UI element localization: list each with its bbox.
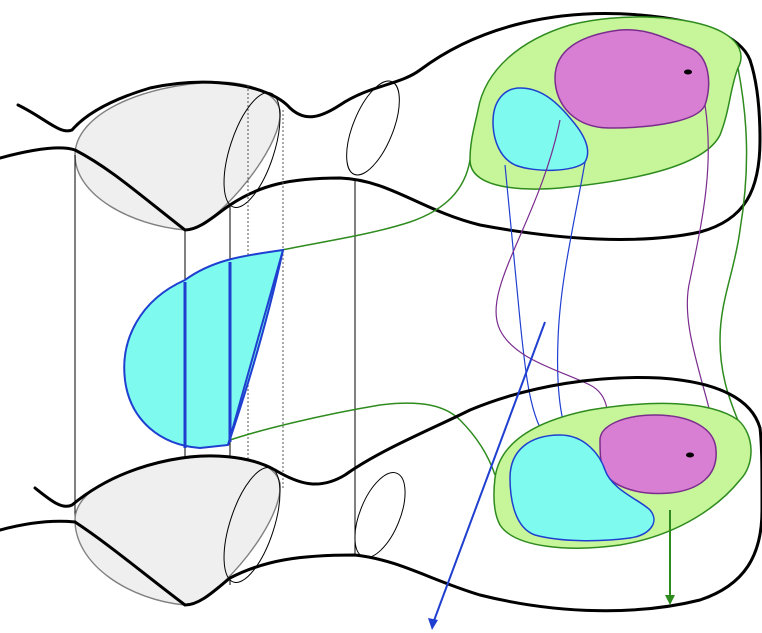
top-surface xyxy=(0,12,762,241)
blue-arrow-head xyxy=(428,618,438,630)
top-cyan-region xyxy=(492,87,589,172)
bottom-left-stub xyxy=(0,519,77,532)
bottom-left-cap xyxy=(74,455,281,606)
left-cyan-slice xyxy=(123,248,285,450)
green-arrow-head xyxy=(665,595,675,605)
top-left-cap xyxy=(74,81,281,231)
bottom-back-outline xyxy=(33,376,762,508)
purple-strand-1 xyxy=(495,119,609,436)
bottom-surface xyxy=(0,376,762,613)
top-back-outline xyxy=(16,12,752,133)
top-front-outline xyxy=(73,58,762,241)
bottom-point-marker xyxy=(686,452,694,458)
top-left-stub xyxy=(0,146,77,160)
green-connector-right xyxy=(719,67,748,441)
green-connector-upper xyxy=(281,159,471,251)
slice-line-3 xyxy=(227,249,284,446)
purple-strand-2 xyxy=(686,104,713,421)
top-magenta-region xyxy=(554,29,710,129)
green-connector-lower xyxy=(229,402,496,476)
bottom-cyan-region xyxy=(509,434,655,542)
blue-arrow-line xyxy=(431,321,546,627)
bottom-magenta-region xyxy=(599,414,717,495)
top-point-marker xyxy=(684,69,692,75)
blue-strand-1 xyxy=(504,164,549,441)
bottom-front-outline xyxy=(73,426,762,613)
